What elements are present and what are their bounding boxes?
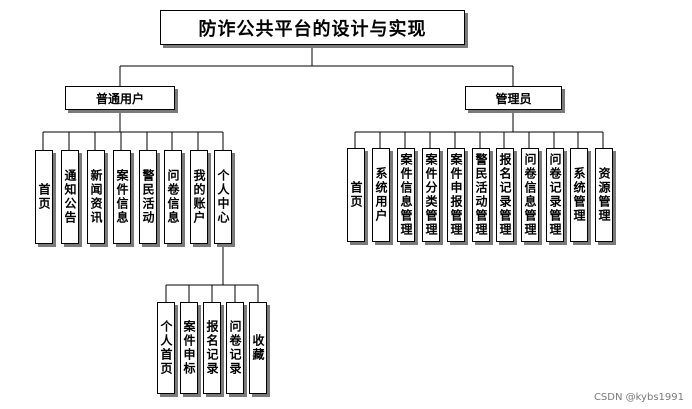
user-item-box: 首页	[35, 150, 53, 244]
admin-item-box: 问卷记录管理	[546, 148, 564, 242]
admin-item-box: 案件分类管理	[422, 148, 440, 242]
user-role-label: 普通用户	[95, 91, 144, 106]
user-item-box: 个人中心	[214, 150, 232, 244]
admin-item-box: 首页	[347, 148, 365, 242]
admin-item-label: 警民活动管理	[474, 153, 488, 237]
admin-item-box: 报名记录管理	[496, 148, 514, 242]
admin-item-label: 系统用户	[374, 167, 388, 223]
user-item-label: 警民活动	[141, 169, 155, 225]
admin-item-box: 案件申报管理	[447, 148, 465, 242]
user-item-label: 个人中心	[216, 169, 230, 225]
personal-center-item-box: 个人首页	[157, 302, 175, 394]
personal-center-item-label: 问卷记录	[228, 320, 242, 376]
personal-center-item-box: 收藏	[249, 302, 267, 394]
admin-item-label: 系统管理	[572, 167, 586, 223]
user-item-box: 通知公告	[61, 150, 79, 244]
user-item-box: 警民活动	[139, 150, 157, 244]
root-title: 防诈公共平台的设计与实现	[198, 18, 427, 40]
admin-item-label: 案件分类管理	[424, 153, 438, 237]
root-title-box: 防诈公共平台的设计与实现	[160, 10, 465, 45]
user-item-label: 新闻资讯	[89, 169, 103, 225]
admin-item-box: 问卷信息管理	[521, 148, 539, 242]
user-item-label: 首页	[37, 183, 51, 211]
personal-center-item-label: 报名记录	[205, 320, 219, 376]
admin-item-label: 问卷信息管理	[523, 153, 537, 237]
personal-center-item-box: 问卷记录	[226, 302, 244, 394]
admin-item-label: 问卷记录管理	[548, 153, 562, 237]
admin-item-label: 首页	[349, 181, 363, 209]
user-item-label: 通知公告	[63, 169, 77, 225]
personal-center-item-box: 案件申标	[180, 302, 198, 394]
watermark: CSDN @kybs1991	[593, 392, 684, 403]
user-item-box: 新闻资讯	[87, 150, 105, 244]
admin-item-box: 案件信息管理	[397, 148, 415, 242]
user-item-box: 案件信息	[113, 150, 131, 244]
user-item-label: 案件信息	[115, 169, 129, 225]
user-item-box: 我的账户	[190, 150, 208, 244]
admin-item-label: 案件信息管理	[399, 153, 413, 237]
admin-item-label: 报名记录管理	[498, 153, 512, 237]
admin-item-label: 案件申报管理	[449, 153, 463, 237]
admin-item-box: 系统用户	[372, 148, 390, 242]
user-item-label: 问卷信息	[166, 169, 180, 225]
admin-role-label: 管理员	[495, 91, 532, 106]
personal-center-item-label: 个人首页	[159, 320, 173, 376]
user-item-box: 问卷信息	[164, 150, 182, 244]
personal-center-item-box: 报名记录	[203, 302, 221, 394]
admin-item-label: 资源管理	[597, 167, 611, 223]
admin-item-box: 资源管理	[595, 148, 613, 242]
admin-role-box: 管理员	[465, 86, 562, 110]
personal-center-item-label: 案件申标	[182, 320, 196, 376]
user-role-box: 普通用户	[65, 86, 175, 110]
admin-item-box: 系统管理	[570, 148, 588, 242]
user-item-label: 我的账户	[192, 169, 206, 225]
personal-center-item-label: 收藏	[251, 334, 265, 362]
admin-item-box: 警民活动管理	[472, 148, 490, 242]
